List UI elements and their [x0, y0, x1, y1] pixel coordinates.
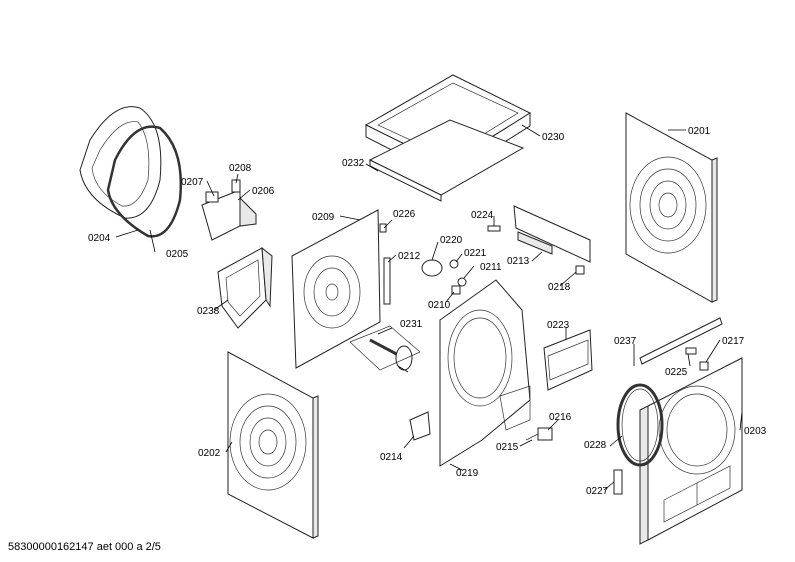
label-0212: 0212: [398, 251, 421, 262]
label-0216: 0216: [549, 412, 572, 423]
part-0227: [613, 469, 623, 495]
label-0203: 0203: [744, 426, 767, 437]
part-0225: [685, 347, 697, 355]
part-0237-strip: [639, 317, 723, 365]
label-0225: 0225: [665, 367, 688, 378]
label-0227: 0227: [586, 486, 609, 497]
label-0207: 0207: [181, 177, 204, 188]
label-0231: 0231: [400, 319, 423, 330]
label-0232: 0232: [342, 158, 365, 169]
part-labels: 0230 0232 0201 0204 0205 0206 0207 0208 …: [88, 126, 767, 497]
label-0221: 0221: [464, 248, 487, 259]
part-0224: [487, 225, 501, 232]
label-0217: 0217: [722, 336, 745, 347]
label-0201: 0201: [688, 126, 711, 137]
label-0219: 0219: [456, 468, 479, 479]
label-0210: 0210: [428, 300, 451, 311]
part-0202-side-panel: [227, 351, 319, 539]
part-0226: [379, 223, 387, 233]
label-0228: 0228: [584, 440, 607, 451]
part-0238-filter-cassette: [217, 246, 273, 329]
label-0215: 0215: [496, 442, 519, 453]
part-0217: [699, 361, 709, 371]
part-0207: [205, 191, 219, 203]
label-0213: 0213: [507, 256, 530, 267]
label-0202: 0202: [198, 448, 221, 459]
part-0212: [383, 257, 391, 305]
leader-lines: [115, 124, 743, 491]
label-0204: 0204: [88, 233, 111, 244]
label-0223: 0223: [547, 320, 570, 331]
part-0220: [421, 259, 443, 277]
part-0231-fan: [349, 325, 421, 371]
document-id-footer: 58300000162147 aet 000 a 2/5: [8, 541, 161, 553]
part-0208: [231, 179, 241, 193]
label-0220: 0220: [440, 235, 463, 246]
label-0208: 0208: [229, 163, 252, 174]
part-0203-front-panel: [639, 357, 743, 545]
part-0218: [575, 265, 585, 275]
part-0210: [451, 285, 461, 295]
label-0238: 0238: [197, 306, 220, 317]
label-0209: 0209: [312, 212, 335, 223]
label-0224: 0224: [471, 210, 494, 221]
part-0219-front-shield: [439, 279, 531, 467]
label-0205: 0205: [166, 249, 189, 260]
part-0214: [409, 411, 431, 441]
label-0206: 0206: [252, 186, 275, 197]
label-0211: 0211: [480, 262, 502, 273]
part-0204-rear-seal: [79, 106, 162, 219]
part-0211: [457, 277, 467, 287]
part-0205-gasket: [106, 125, 182, 238]
part-0228-door-seal: [616, 383, 664, 467]
part-0232-cover-plate: [368, 119, 525, 202]
label-0237: 0237: [614, 336, 637, 347]
label-0230: 0230: [542, 132, 565, 143]
part-0215-valve: [525, 427, 553, 441]
part-0213-board: [513, 205, 591, 263]
label-0218: 0218: [548, 282, 571, 293]
part-0201-side-panel: [625, 112, 718, 303]
label-0226: 0226: [393, 209, 416, 220]
part-0223-block: [543, 329, 593, 391]
label-0214: 0214: [380, 452, 403, 463]
part-0209-rear-wall: [291, 209, 381, 369]
